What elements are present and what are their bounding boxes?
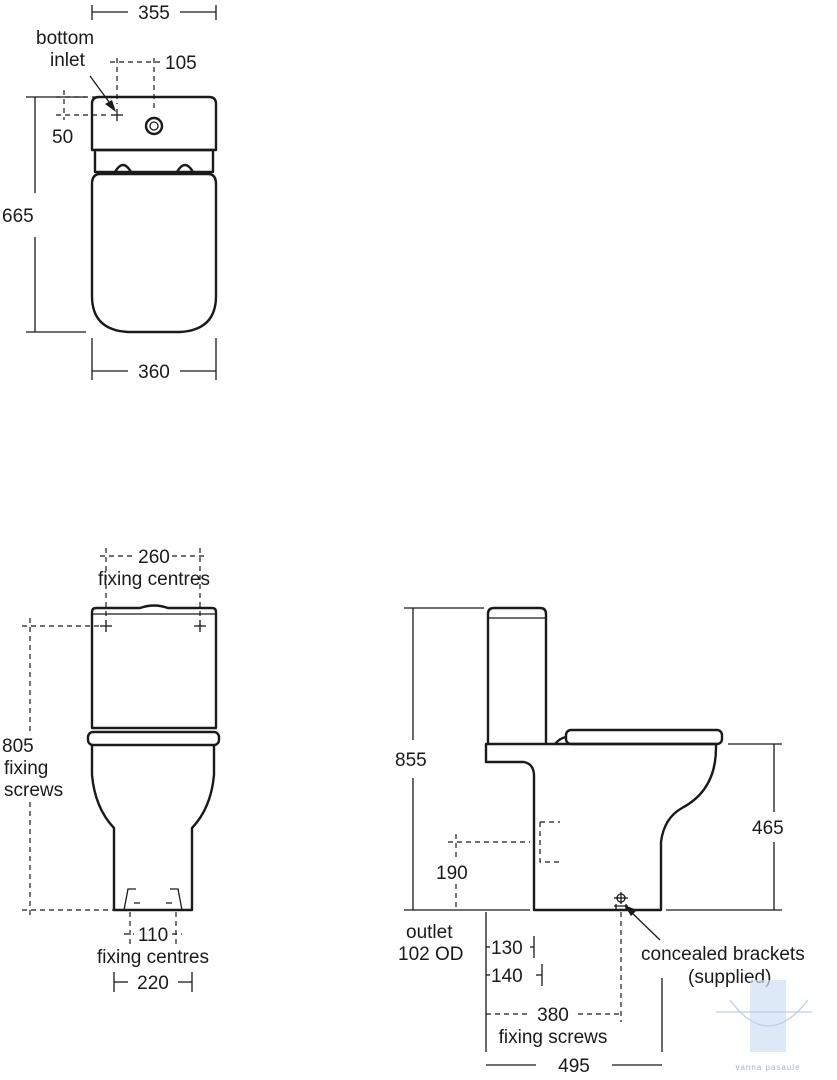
dim-110: 110 — [138, 925, 168, 946]
plan-view: 355 bottom inlet 105 50 665 360 — [2, 3, 218, 383]
label-fixing-centres-bottom: fixing centres — [97, 947, 209, 968]
label-bottom: bottom — [36, 28, 94, 49]
label-outlet-size: 102 OD — [398, 944, 463, 965]
dim-190: 190 — [436, 863, 468, 884]
dim-495: 495 — [558, 1056, 590, 1077]
dim-50: 50 — [52, 127, 73, 148]
side-bowl — [484, 742, 718, 912]
dim-805: 805 — [2, 736, 34, 757]
watermark-text: vanna pasaule — [735, 1063, 800, 1072]
label-inlet: inlet — [50, 50, 86, 71]
dim-220: 220 — [137, 973, 169, 994]
dim-140: 140 — [491, 966, 523, 987]
front-cistern — [90, 604, 218, 730]
flush-button — [144, 116, 164, 136]
plan-cistern — [90, 95, 218, 152]
label-outlet: outlet — [406, 922, 453, 943]
dim-465: 465 — [752, 818, 784, 839]
front-seat — [86, 730, 221, 747]
side-view: 855 465 190 outlet 102 OD 130 140 3 — [395, 606, 805, 1077]
side-cistern — [486, 606, 548, 746]
label-screws: screws — [4, 780, 63, 801]
label-fixing: fixing — [4, 758, 48, 779]
dim-855: 855 — [395, 750, 427, 771]
dim-360: 360 — [138, 362, 170, 383]
dim-665: 665 — [2, 206, 34, 227]
side-seat — [564, 728, 724, 746]
dim-380: 380 — [537, 1005, 569, 1026]
plan-seat — [90, 172, 218, 334]
watermark-logo: vanna pasaule — [716, 980, 812, 1072]
dim-355: 355 — [138, 3, 170, 24]
front-bowl — [90, 744, 216, 912]
dim-105: 105 — [165, 53, 197, 74]
front-view: 260 fixing centres 805 fixing screws 110… — [2, 547, 221, 994]
label-concealed-brackets: concealed brackets — [641, 944, 805, 965]
label-fixing-screws: fixing screws — [499, 1027, 608, 1048]
label-fixing-centres-top: fixing centres — [98, 569, 210, 590]
dim-130: 130 — [491, 938, 523, 959]
dim-260: 260 — [138, 547, 170, 568]
